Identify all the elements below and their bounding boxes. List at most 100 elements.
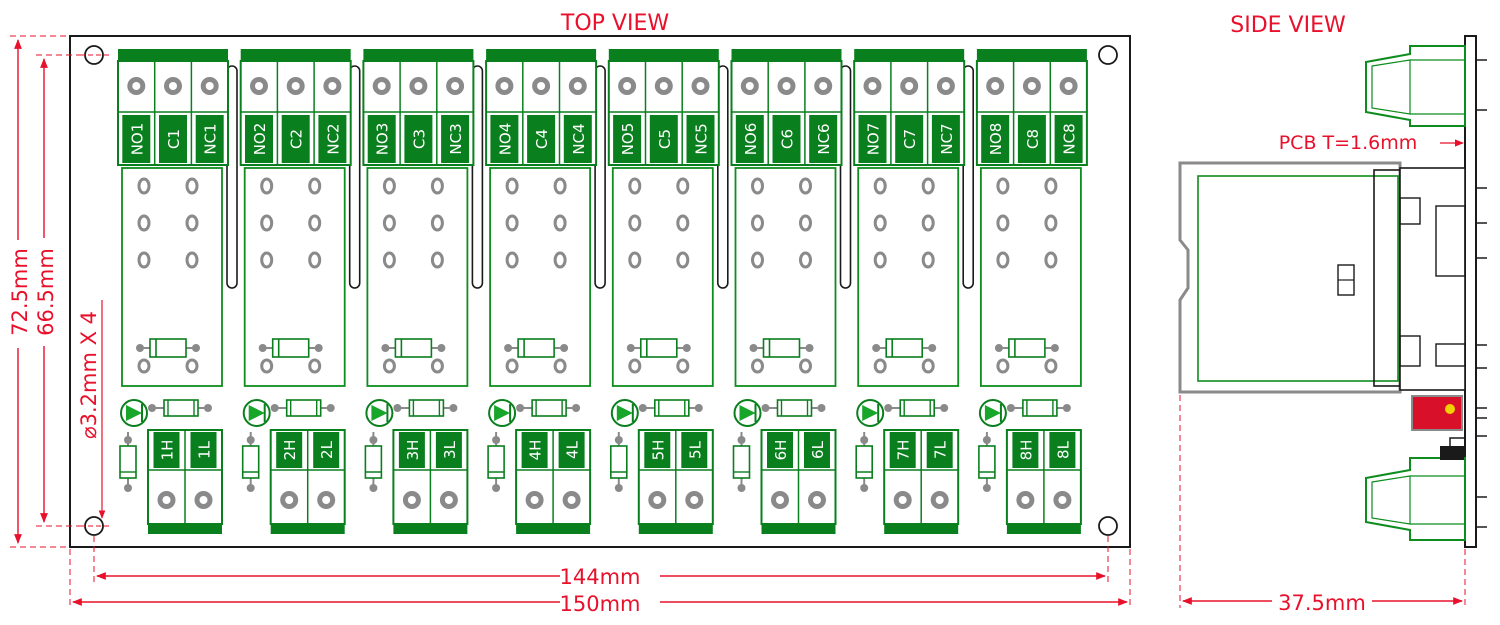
- input-label: 7L: [932, 440, 950, 459]
- contact-label: NO3: [374, 123, 392, 156]
- resistor: [516, 399, 581, 417]
- output-terminal-block: NO8 C8 NC8: [975, 49, 1088, 166]
- contact-label: NC8: [1061, 123, 1079, 154]
- input-label: 4H: [527, 440, 545, 461]
- status-led: [488, 399, 517, 427]
- side-pcb-edge: [1464, 35, 1477, 548]
- resistor: [638, 399, 703, 417]
- input-label: 2H: [281, 440, 299, 461]
- status-led: [120, 399, 148, 427]
- input-diode: [487, 432, 505, 492]
- resistor: [393, 399, 458, 417]
- pcb-thickness-label: PCB T=1.6mm: [1279, 132, 1418, 154]
- relay-footprint: [243, 167, 346, 387]
- input-terminal-block: 4H 4L: [515, 429, 592, 534]
- resistor: [1006, 399, 1071, 417]
- flyback-diode: [517, 338, 555, 358]
- side-view-title: SIDE VIEW: [1230, 13, 1346, 38]
- relay-footprint: [489, 167, 592, 387]
- input-label: 4L: [564, 440, 582, 459]
- status-led: [856, 399, 885, 427]
- input-label: 2L: [318, 440, 336, 459]
- input-diode: [978, 432, 996, 492]
- input-label: 1L: [196, 440, 214, 459]
- contact-label: NO8: [987, 123, 1005, 156]
- relay-footprint: [857, 167, 960, 387]
- input-diode: [609, 432, 628, 492]
- flyback-diode: [639, 338, 678, 358]
- isolation-slot: [348, 65, 361, 289]
- width-outer-label: 150mm: [560, 592, 641, 616]
- isolation-slot: [471, 65, 484, 289]
- relay-footprint: [366, 167, 469, 387]
- isolation-slot: [839, 65, 852, 289]
- resistor: [148, 399, 212, 417]
- side-terminal-bottom: [1365, 457, 1466, 541]
- relay-footprint: [734, 167, 837, 387]
- flyback-diode: [762, 338, 801, 358]
- resistor: [270, 399, 335, 417]
- flyback-diode: [1008, 338, 1046, 358]
- height-inner-label: 66.5mm: [34, 248, 58, 336]
- status-led: [733, 399, 762, 427]
- side-view: SIDE VIEW: [1178, 13, 1487, 615]
- contact-label: NO4: [496, 123, 514, 156]
- capacitor-dot: [1445, 404, 1455, 414]
- top-view-title: TOP VIEW: [560, 11, 669, 36]
- contact-label: NO2: [251, 123, 269, 156]
- contact-label: C5: [656, 129, 674, 149]
- input-diode: [732, 432, 751, 492]
- isolation-slot: [716, 65, 729, 289]
- contact-label: NC7: [938, 123, 956, 154]
- relay-footprint: [980, 167, 1082, 387]
- resistor: [884, 399, 949, 417]
- output-terminal-block: NO2 C2 NC2: [239, 49, 352, 166]
- side-terminal-top: [1365, 45, 1466, 127]
- input-label: 8L: [1054, 440, 1072, 459]
- input-terminal-block: 8H 8L: [1005, 429, 1082, 534]
- side-pins: [1476, 59, 1487, 528]
- contact-label: NO7: [865, 123, 883, 156]
- mounting-holes: [80, 45, 1118, 536]
- input-diode: [855, 432, 874, 492]
- resistor: [761, 399, 826, 417]
- input-label: 8H: [1017, 440, 1035, 461]
- flyback-diode: [149, 338, 187, 358]
- width-inner-label: 144mm: [560, 565, 641, 589]
- input-terminal-block: 6H 6L: [760, 429, 837, 534]
- contact-label: NO6: [742, 123, 760, 156]
- contact-label: C1: [165, 129, 183, 149]
- input-terminal-block: 1H 1L: [147, 429, 223, 534]
- side-capacitor: [1411, 395, 1463, 431]
- contact-label: C8: [1024, 129, 1042, 149]
- input-label: 1H: [159, 440, 177, 461]
- input-terminal-block: 2H 2L: [269, 429, 346, 534]
- channel-2: NO2 C2 NC2 2H 2L: [239, 49, 361, 534]
- input-label: 6H: [772, 440, 790, 461]
- contact-label: NC6: [815, 123, 833, 154]
- flyback-diode: [271, 338, 310, 358]
- input-diode: [119, 432, 137, 492]
- contact-label: NC1: [202, 123, 220, 154]
- contact-label: C2: [288, 129, 306, 149]
- side-transistor: [1440, 446, 1464, 460]
- contact-label: NC5: [693, 123, 711, 154]
- input-label: 6L: [809, 440, 827, 459]
- contact-label: NC2: [324, 123, 342, 154]
